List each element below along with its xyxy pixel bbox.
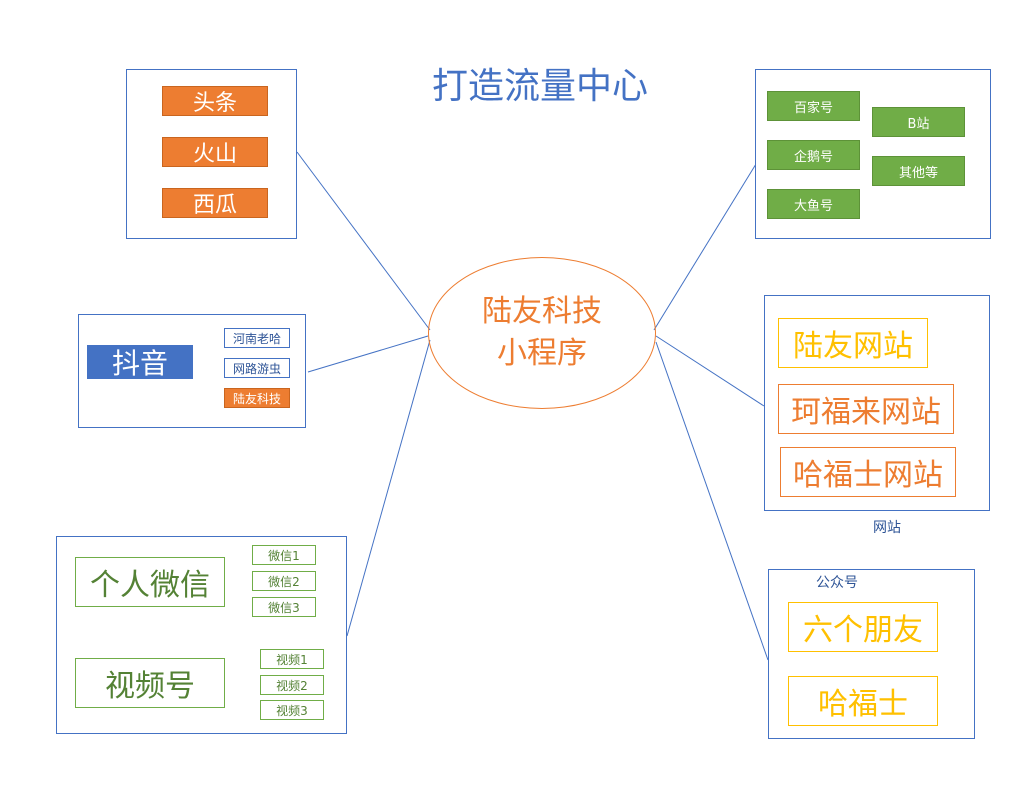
connector-official xyxy=(655,341,769,661)
video-account: 视频3 xyxy=(260,700,324,720)
websites-label: 网站 xyxy=(873,520,901,536)
xigua-item: 西瓜 xyxy=(162,188,268,218)
website-item: 珂福来网站 xyxy=(778,384,954,434)
dayuhao-item: 大鱼号 xyxy=(767,189,860,219)
huoshan-item: 火山 xyxy=(162,137,268,167)
center-node-line2: 小程序 xyxy=(497,336,587,371)
douyin-account: 网路游虫 xyxy=(224,358,290,378)
video-account-main: 视频号 xyxy=(75,658,225,708)
center-node-line1: 陆友科技 xyxy=(482,294,602,329)
website-item: 陆友网站 xyxy=(778,318,928,368)
baijiahao-item: 百家号 xyxy=(767,91,860,121)
douyin-account: 陆友科技 xyxy=(224,388,290,408)
connector-platforms xyxy=(653,163,757,331)
official-label: 公众号 xyxy=(816,575,858,591)
official-item: 六个朋友 xyxy=(788,602,938,652)
wechat-account: 微信1 xyxy=(252,545,316,565)
connector-douyin xyxy=(307,335,429,373)
bilibili-item: B站 xyxy=(872,107,965,137)
center-node: 陆友科技 小程序 xyxy=(428,257,656,409)
others-item: 其他等 xyxy=(872,156,965,186)
douyin-main: 抖音 xyxy=(87,345,193,380)
connector-toutiao xyxy=(296,151,431,331)
wechat-account: 微信2 xyxy=(252,571,316,591)
video-account: 视频1 xyxy=(260,649,324,669)
toutiao-item: 头条 xyxy=(162,86,268,116)
connector-wechat xyxy=(346,339,431,637)
website-item: 哈福士网站 xyxy=(780,447,956,497)
video-account: 视频2 xyxy=(260,675,324,695)
wechat-account: 微信3 xyxy=(252,597,316,617)
douyin-account: 河南老哈 xyxy=(224,328,290,348)
qiehao-item: 企鹅号 xyxy=(767,140,860,170)
diagram-title: 打造流量中心 xyxy=(431,66,648,107)
personal-wechat: 个人微信 xyxy=(75,557,225,607)
connector-websites xyxy=(655,335,765,407)
official-item: 哈福士 xyxy=(788,676,938,726)
